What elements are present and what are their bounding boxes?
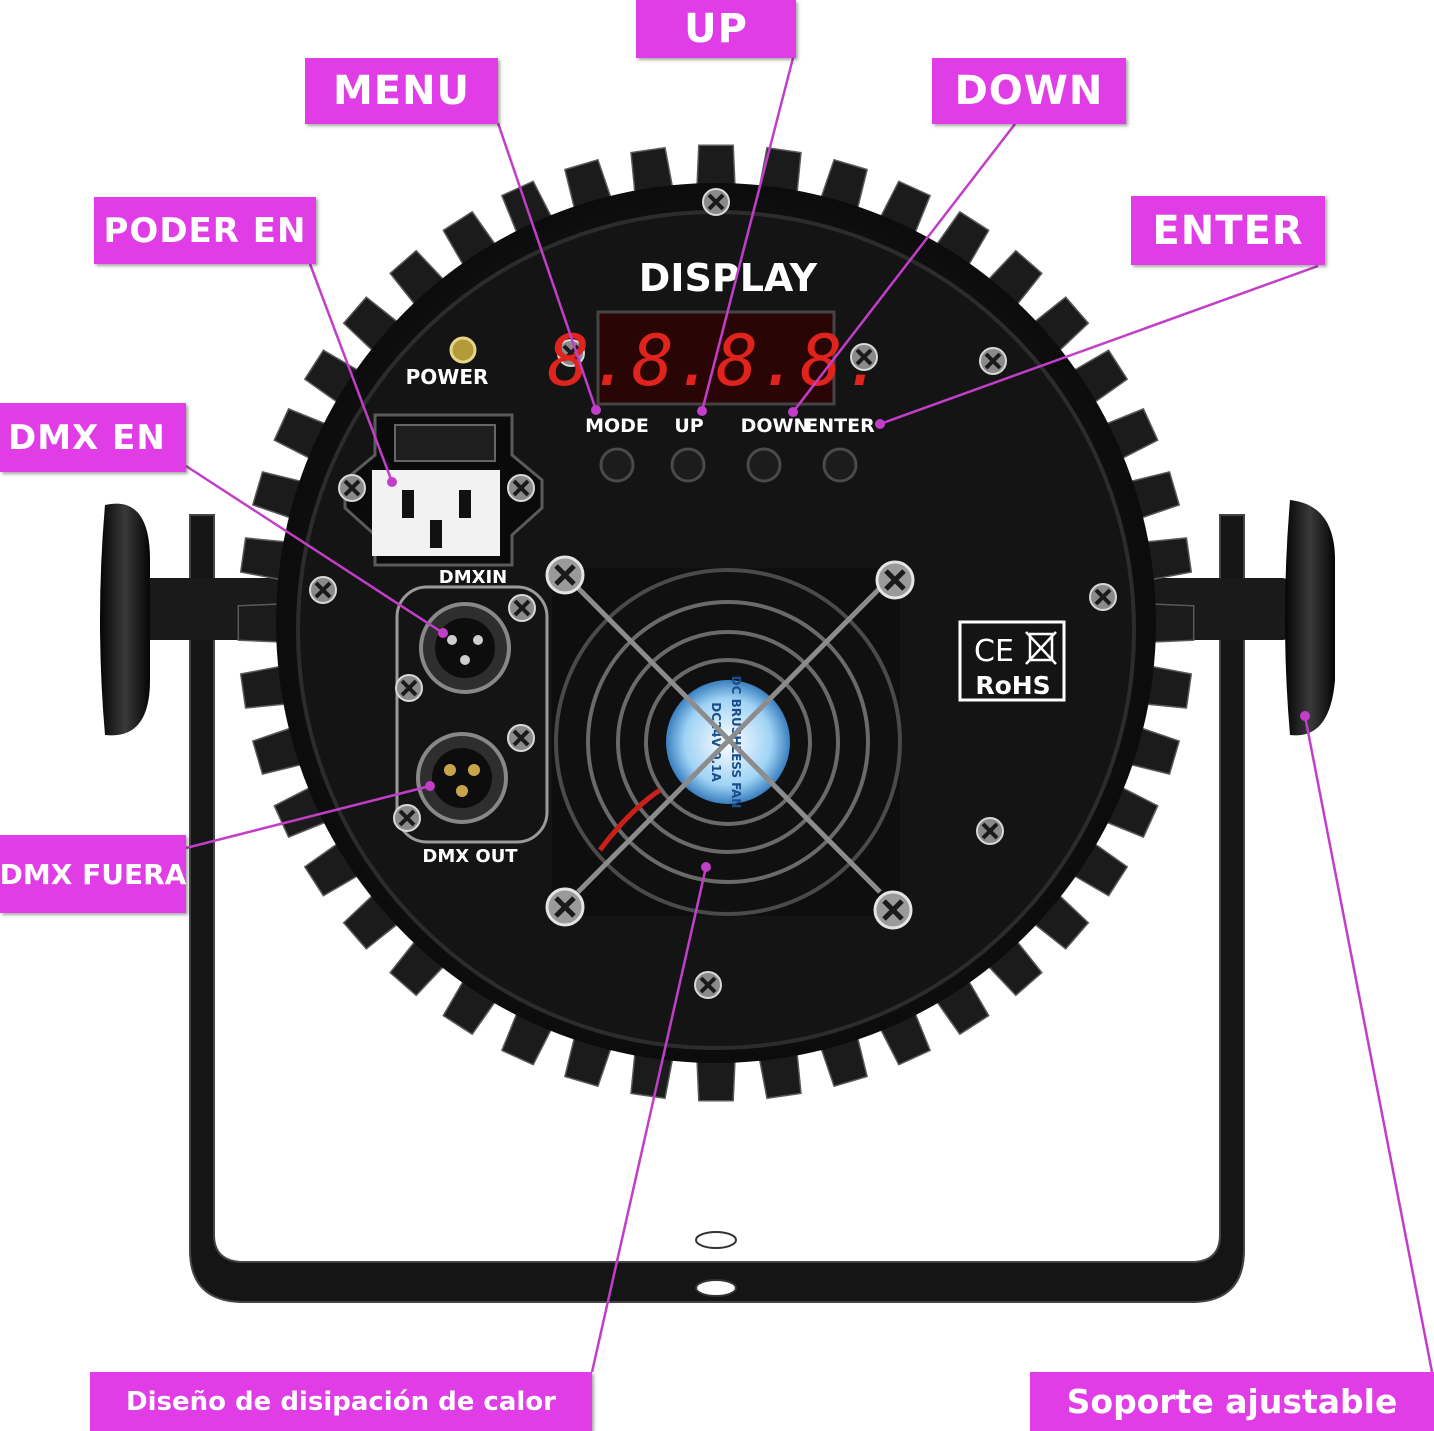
fan-wire (598, 787, 662, 852)
callout-dmx-fuera: DMX FUERA (0, 835, 186, 913)
dmx-in-label: DMXIN (439, 567, 508, 588)
leader-up (700, 57, 795, 412)
cooling-fan: DC BRUSHLESS FAN DC24V 0.1A (552, 568, 902, 916)
callout-down: DOWN (932, 58, 1126, 124)
screw-dmx-bl (392, 803, 422, 833)
adjustable-bracket (189, 514, 1245, 1303)
leader-down (792, 123, 1016, 413)
bracket-hole-top (695, 1231, 737, 1249)
screw-fan-br (875, 892, 911, 928)
callout-menu: MENU (305, 58, 498, 124)
screw-fan-bl (547, 889, 583, 925)
leader-disipacion (590, 866, 708, 1373)
callout-up: UP (636, 0, 796, 58)
leader-dmx-fuera (185, 784, 431, 850)
certification-badge: CE RoHS (958, 620, 1066, 702)
leader-lines (185, 57, 1434, 1373)
callout-up-text: UP (684, 6, 748, 52)
power-label: POWER (406, 365, 489, 389)
screw-fan-tr (877, 562, 913, 598)
callout-down-text: DOWN (954, 68, 1104, 114)
ce-mark: CE (974, 634, 1014, 669)
screw-top (701, 187, 731, 217)
fuse-holder[interactable] (394, 424, 496, 462)
dmx-bay-outline (395, 585, 549, 844)
power-indicator-icon (449, 336, 477, 364)
callout-disipacion-text: Diseño de disipación de calor (126, 1386, 556, 1417)
dmx-out-label: DMX OUT (422, 846, 518, 867)
callout-soporte-text: Soporte ajustable (1066, 1382, 1398, 1421)
down-label: DOWN (741, 415, 810, 437)
screw-dmx-ml (394, 673, 424, 703)
screw-right (1088, 582, 1118, 612)
callout-dmx-en-text: DMX EN (8, 417, 166, 458)
leader-soporte (1303, 715, 1434, 1373)
screw-fan-tl (547, 557, 583, 593)
mode-label: MODE (585, 415, 649, 437)
mode-button[interactable] (599, 447, 635, 483)
display-title: DISPLAY (639, 256, 818, 300)
dmx-out-connector[interactable] (416, 732, 508, 824)
fan-label-text: DC BRUSHLESS FAN (729, 676, 743, 809)
leader-dmx-en (185, 464, 444, 635)
leader-dots (387, 405, 1310, 872)
screw-dmx-tr (507, 593, 537, 623)
enter-label: ENTER (805, 415, 875, 437)
callout-poder-en-text: PODER EN (103, 210, 307, 251)
screw-lower-right (975, 816, 1005, 846)
screw-upper-right (978, 346, 1008, 376)
callout-soporte: Soporte ajustable (1030, 1372, 1434, 1431)
callout-enter: ENTER (1131, 196, 1325, 265)
up-button[interactable] (670, 447, 706, 483)
callout-enter-text: ENTER (1152, 207, 1304, 254)
dmx-in-connector[interactable] (419, 602, 511, 694)
fan-rating-text: DC24V 0.1A (709, 702, 723, 782)
up-label: UP (674, 415, 703, 437)
screw-left (308, 575, 338, 605)
callout-dmx-en: DMX EN (0, 403, 186, 472)
screw-power-left (337, 473, 367, 503)
leader-enter (879, 264, 1319, 426)
callout-disipacion: Diseño de disipación de calor (90, 1372, 592, 1431)
leader-menu (496, 122, 598, 411)
callout-poder-en: PODER EN (94, 197, 316, 264)
callout-dmx-fuera-text: DMX FUERA (0, 857, 187, 891)
enter-button[interactable] (822, 447, 858, 483)
screw-bottom (693, 970, 723, 1000)
weee-bin-icon (1025, 631, 1057, 665)
rohs-mark: RoHS (975, 671, 1050, 700)
callout-menu-text: MENU (332, 68, 471, 114)
down-button[interactable] (746, 447, 782, 483)
leader-poder-en (308, 263, 394, 483)
bracket-hole-bottom (695, 1279, 737, 1297)
screw-power-right (506, 473, 536, 503)
screw-dmx-mr (506, 723, 536, 753)
